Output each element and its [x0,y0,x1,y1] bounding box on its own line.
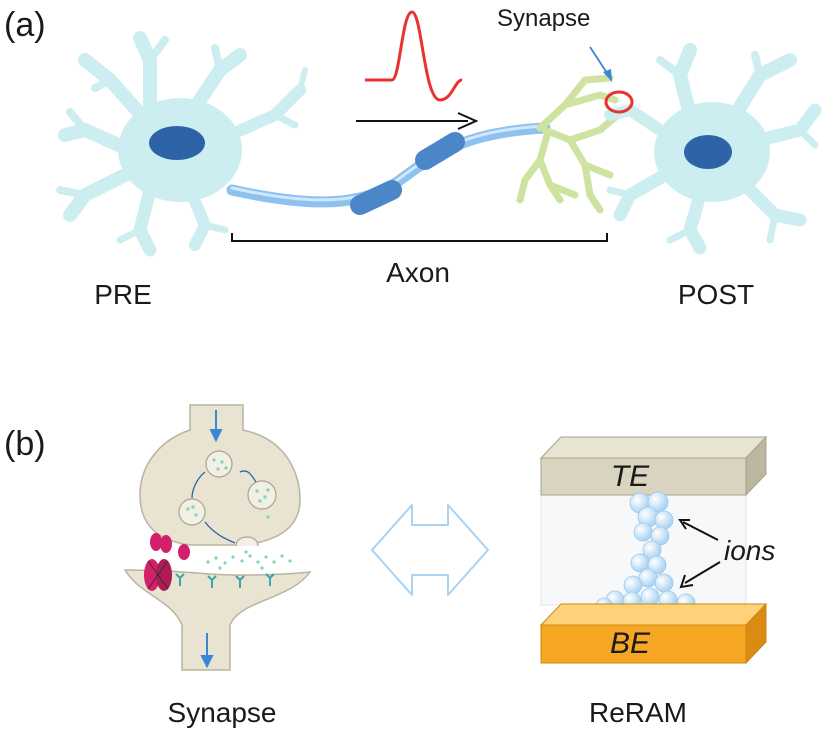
te-label: TE [611,460,650,493]
axon-label: Axon [386,257,450,288]
synapse-circle-marker [604,90,634,114]
post-nucleus [684,135,732,169]
panel-a-tag: (a) [4,6,46,44]
signal-direction-arrow [356,112,479,130]
equivalence-double-arrow [371,504,489,596]
be-label: BE [610,627,651,660]
synapse-label-b: Synapse [168,697,277,728]
reram-device [539,435,768,665]
pre-neuron [56,31,308,257]
post-label: POST [678,279,754,310]
axon-bracket [231,233,608,242]
pre-nucleus [149,126,205,160]
panel-b-tag: (b) [4,425,46,463]
action-potential-spike [365,10,463,102]
ions-pointer-arrows [678,519,721,589]
reram-label: ReRAM [589,697,687,728]
axon [226,122,551,215]
synapse-label-a: Synapse [497,5,590,32]
axon-terminal [516,74,622,214]
synapse-pointer-arrow [589,46,612,82]
post-neuron [604,43,822,255]
ions-label: ions [724,535,775,566]
biological-synapse [123,404,312,671]
ion-filament [595,491,696,615]
pre-label: PRE [94,279,152,310]
ion-channels [144,533,190,591]
